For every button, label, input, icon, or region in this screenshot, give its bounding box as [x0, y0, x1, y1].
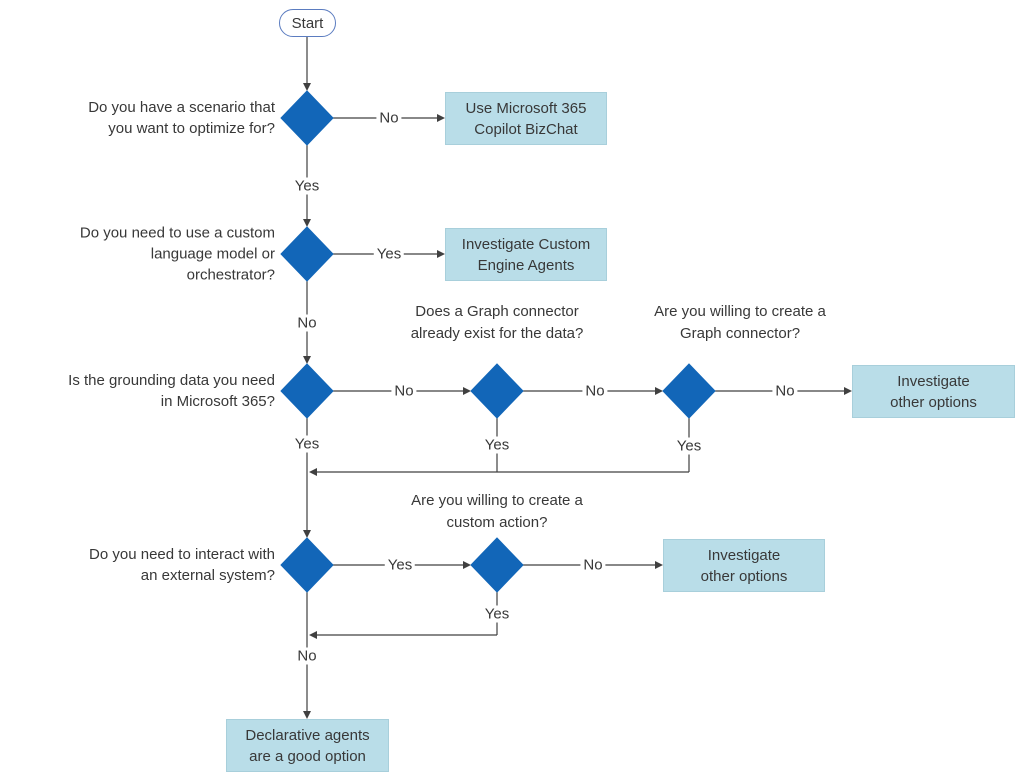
arrow-down-icon — [303, 530, 311, 538]
edge-label-scenario-no: No — [376, 109, 402, 127]
edge-label-custom-action-yes: Yes — [481, 605, 513, 623]
arrow-down-icon — [303, 83, 311, 91]
decision-custom-model-diamond — [280, 226, 334, 282]
arrow-down-icon — [303, 711, 311, 719]
question-custom-action-label: Are you willing to create a custom actio… — [411, 492, 583, 531]
edge-label-graph-create-yes: Yes — [673, 437, 705, 455]
decision-graph-create-diamond — [662, 363, 716, 419]
decision-graph-exists-diamond — [470, 363, 524, 419]
arrow-right-icon — [844, 387, 852, 395]
question-custom-model-label: Do you need to use a custom language mod… — [79, 224, 275, 284]
edge-label-custom-model-yes: Yes — [373, 245, 405, 263]
edge-label-graph-exists-no: No — [582, 382, 608, 400]
edge-label-grounding-yes: Yes — [291, 435, 323, 453]
result-declarative-agents-box: Declarative agents are a good option — [226, 719, 389, 772]
arrow-right-icon — [655, 561, 663, 569]
arrow-right-icon — [463, 387, 471, 395]
result-other-options-box-1: Investigate other options — [852, 365, 1015, 418]
arrow-right-icon — [655, 387, 663, 395]
question-graph-create-label: Are you willing to create a Graph connec… — [654, 303, 826, 342]
arrow-right-icon — [437, 114, 445, 122]
arrow-left-icon — [309, 631, 317, 639]
question-grounding-label: Is the grounding data you need in Micros… — [68, 372, 275, 410]
arrow-down-icon — [303, 356, 311, 364]
decision-external-system-diamond — [280, 537, 334, 593]
decision-scenario-diamond — [280, 90, 334, 146]
edge-label-scenario-yes: Yes — [291, 177, 323, 195]
edge-label-external-no: No — [294, 647, 320, 665]
decision-diamonds — [280, 90, 716, 593]
start-node: Start — [279, 9, 336, 37]
decision-custom-action-diamond — [470, 537, 524, 593]
edge-label-grounding-no: No — [391, 382, 417, 400]
arrow-right-icon — [437, 250, 445, 258]
edge-label-graph-create-no: No — [772, 382, 798, 400]
edge-label-external-yes: Yes — [384, 556, 416, 574]
question-external-system-label: Do you need to interact with an external… — [89, 546, 275, 584]
edge-label-custom-action-no: No — [580, 556, 606, 574]
result-other-options-box-2: Investigate other options — [663, 539, 825, 592]
result-bizchat-box: Use Microsoft 365 Copilot BizChat — [445, 92, 607, 145]
arrowheads — [303, 83, 852, 719]
decision-grounding-diamond — [280, 363, 334, 419]
result-custom-engine-box: Investigate Custom Engine Agents — [445, 228, 607, 281]
edge-label-custom-model-no: No — [294, 314, 320, 332]
arrow-down-icon — [303, 219, 311, 227]
edge-label-graph-exists-yes: Yes — [481, 436, 513, 454]
question-scenario-label: Do you have a scenario that you want to … — [88, 99, 275, 137]
question-graph-exists-label: Does a Graph connector already exist for… — [410, 303, 584, 342]
arrow-left-icon — [309, 468, 317, 476]
arrow-right-icon — [463, 561, 471, 569]
